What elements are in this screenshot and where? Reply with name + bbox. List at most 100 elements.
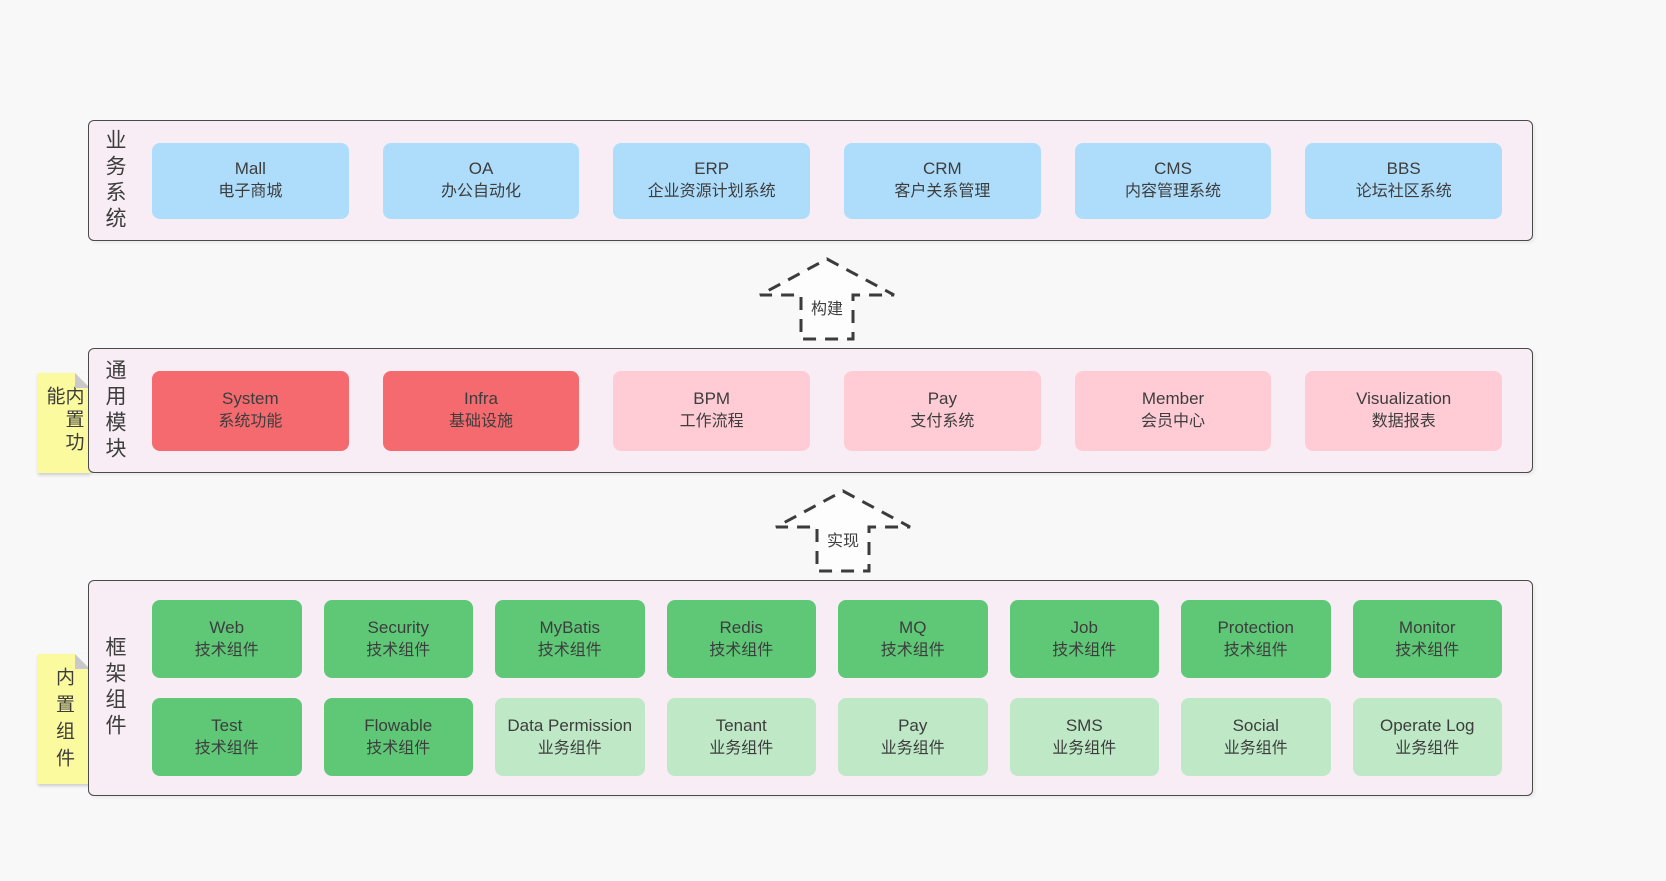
framework-components-layer: 框架组件 Web 技术组件 Security 技术组件 MyBatis 技术组件… xyxy=(88,580,1533,796)
box-title: Mall xyxy=(234,159,266,179)
box-title: OA xyxy=(468,159,494,179)
up-block-arrow-icon xyxy=(759,257,895,341)
box-title: Web xyxy=(209,617,245,637)
box-subtitle: 业务组件 xyxy=(1395,739,1460,757)
box-job: Job 技术组件 xyxy=(1009,600,1159,678)
box-title: Operate Log xyxy=(1379,715,1475,735)
box-subtitle: 技术组件 xyxy=(366,641,431,659)
sticky-text: 内置功能 xyxy=(43,386,84,455)
box-subtitle: 技术组件 xyxy=(194,739,259,757)
box-crm: CRM 客户关系管理 xyxy=(844,142,1041,219)
arrow-build: 构建 xyxy=(757,256,897,342)
business-boxes: Mall 电子商城 OA 办公自动化 ERP 企业资源计划系统 CRM 客户关系… xyxy=(152,142,1532,219)
box-test: Test 技术组件 xyxy=(152,698,302,776)
box-subtitle: 业务组件 xyxy=(537,739,602,757)
box-title: Test xyxy=(211,715,243,735)
box-social: Social 业务组件 xyxy=(1181,698,1331,776)
box-mall: Mall 电子商城 xyxy=(152,142,349,219)
box-mq: MQ 技术组件 xyxy=(838,600,988,678)
box-subtitle: 业务组件 xyxy=(709,739,774,757)
box-pay-system: Pay 支付系统 xyxy=(844,370,1041,451)
framework-row-2: Test 技术组件 Flowable 技术组件 Data Permission … xyxy=(152,698,1502,776)
box-subtitle: 企业资源计划系统 xyxy=(647,183,776,201)
framework-grid: Web 技术组件 Security 技术组件 MyBatis 技术组件 Redi… xyxy=(152,600,1532,776)
box-title: Pay xyxy=(898,715,928,735)
box-subtitle: 论坛社区系统 xyxy=(1355,183,1452,201)
box-title: BBS xyxy=(1386,159,1421,179)
arrow-build-label: 构建 xyxy=(811,300,843,318)
box-tenant: Tenant 业务组件 xyxy=(666,698,816,776)
box-monitor: Monitor 技术组件 xyxy=(1352,600,1502,678)
box-title: Visualization xyxy=(1356,389,1452,409)
box-subtitle: 电子商城 xyxy=(218,183,283,201)
box-web: Web 技术组件 xyxy=(152,600,302,678)
box-visualization: Visualization 数据报表 xyxy=(1305,370,1503,451)
common-modules-layer: 通用模块 System 系统功能 Infra 基础设施 BPM 工作流程 Pay… xyxy=(88,348,1533,473)
box-system: System 系统功能 xyxy=(152,370,349,451)
box-title: MQ xyxy=(899,617,927,637)
box-subtitle: 技术组件 xyxy=(880,641,945,659)
box-bpm: BPM 工作流程 xyxy=(613,370,811,451)
box-sms: SMS 业务组件 xyxy=(1009,698,1159,776)
box-subtitle: 支付系统 xyxy=(910,413,975,431)
box-title: SMS xyxy=(1065,715,1103,735)
box-title: Pay xyxy=(927,389,957,409)
box-cms: CMS 内容管理系统 xyxy=(1074,142,1272,219)
box-title: MyBatis xyxy=(539,617,600,637)
box-subtitle: 办公自动化 xyxy=(441,183,522,201)
box-subtitle: 客户关系管理 xyxy=(894,183,991,201)
common-layer-title: 通用模块 xyxy=(103,358,126,463)
box-member: Member 会员中心 xyxy=(1074,370,1272,451)
box-subtitle: 基础设施 xyxy=(449,413,514,431)
folded-corner-icon xyxy=(75,654,90,669)
box-title: Infra xyxy=(463,389,499,409)
arrow-implement-label: 实现 xyxy=(827,532,859,550)
box-pay-component: Pay 业务组件 xyxy=(838,698,988,776)
box-subtitle: 内容管理系统 xyxy=(1125,183,1222,201)
box-title: Flowable xyxy=(364,715,433,735)
business-layer-title: 业务系统 xyxy=(103,128,126,233)
box-subtitle: 技术组件 xyxy=(709,641,774,659)
box-title: BPM xyxy=(693,389,731,409)
sticky-note-builtin-components: 内置组件 xyxy=(37,654,90,784)
box-subtitle: 数据报表 xyxy=(1371,413,1436,431)
box-data-permission: Data Permission 业务组件 xyxy=(495,698,645,776)
box-flowable: Flowable 技术组件 xyxy=(323,698,473,776)
box-mybatis: MyBatis 技术组件 xyxy=(495,600,645,678)
box-oa: OA 办公自动化 xyxy=(382,142,580,219)
box-subtitle: 技术组件 xyxy=(366,739,431,757)
box-title: Data Permission xyxy=(507,715,633,735)
box-subtitle: 业务组件 xyxy=(1223,739,1288,757)
business-systems-layer: 业务系统 Mall 电子商城 OA 办公自动化 ERP 企业资源计划系统 CRM… xyxy=(88,120,1533,241)
box-redis: Redis 技术组件 xyxy=(666,600,816,678)
framework-row-1: Web 技术组件 Security 技术组件 MyBatis 技术组件 Redi… xyxy=(152,600,1502,678)
arrow-implement: 实现 xyxy=(773,488,913,574)
box-title: Monitor xyxy=(1398,617,1456,637)
folded-corner-icon xyxy=(75,373,90,388)
box-subtitle: 技术组件 xyxy=(1223,641,1288,659)
box-erp: ERP 企业资源计划系统 xyxy=(613,142,811,219)
box-subtitle: 会员中心 xyxy=(1141,413,1206,431)
up-block-arrow-icon xyxy=(775,489,911,573)
common-boxes: System 系统功能 Infra 基础设施 BPM 工作流程 Pay 支付系统… xyxy=(152,370,1532,451)
box-subtitle: 技术组件 xyxy=(1395,641,1460,659)
box-title: System xyxy=(221,389,279,409)
box-title: CRM xyxy=(922,159,962,179)
box-protection: Protection 技术组件 xyxy=(1181,600,1331,678)
box-security: Security 技术组件 xyxy=(323,600,473,678)
sticky-note-builtin-features: 内置功能 xyxy=(37,373,90,473)
box-subtitle: 业务组件 xyxy=(880,739,945,757)
box-title: Tenant xyxy=(715,715,767,735)
framework-layer-title: 框架组件 xyxy=(103,636,126,740)
box-subtitle: 业务组件 xyxy=(1052,739,1117,757)
box-title: ERP xyxy=(694,159,730,179)
box-bbs: BBS 论坛社区系统 xyxy=(1305,142,1503,219)
box-subtitle: 工作流程 xyxy=(679,413,744,431)
box-subtitle: 技术组件 xyxy=(194,641,259,659)
box-subtitle: 系统功能 xyxy=(218,413,283,431)
sticky-text: 内置组件 xyxy=(53,667,74,775)
box-title: Member xyxy=(1141,389,1205,409)
box-title: CMS xyxy=(1154,159,1192,179)
box-infra: Infra 基础设施 xyxy=(382,370,580,451)
